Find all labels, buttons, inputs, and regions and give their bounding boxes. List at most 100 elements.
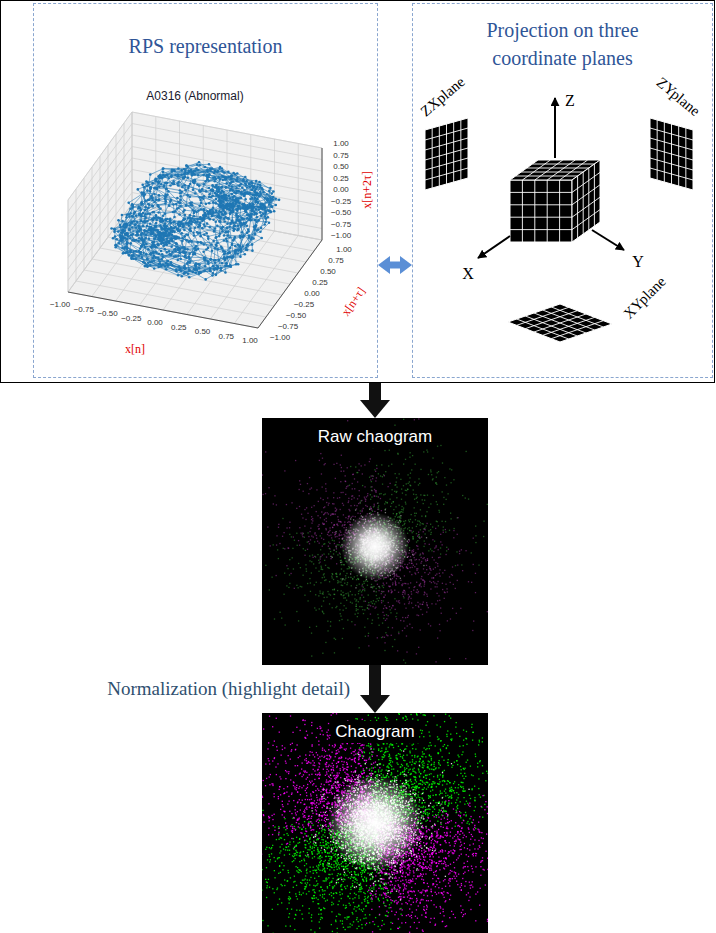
chaogram-dot [299, 480, 300, 481]
chaogram-dot [306, 507, 307, 508]
chaogram-dot [312, 518, 313, 519]
chaogram-dot [326, 518, 327, 519]
chaogram-dot [378, 505, 379, 506]
chaogram-dot [402, 630, 403, 631]
chaogram-dot [336, 510, 337, 511]
chaogram-dot [420, 557, 421, 558]
chaogram-dot [322, 458, 323, 459]
chaogram-dot [450, 518, 451, 519]
chaogram-dot [311, 535, 312, 536]
chaogram-dot [347, 592, 348, 593]
chaogram-dot [410, 582, 411, 583]
chaogram-dot [443, 530, 444, 531]
chaogram-dot [386, 634, 387, 635]
chaogram-dot [384, 450, 385, 451]
chaogram-dot [414, 553, 415, 554]
chaogram-dot [407, 474, 408, 475]
chaogram-dot [315, 594, 316, 595]
chaogram-dot [438, 595, 439, 596]
chaogram-dot [426, 449, 427, 450]
chaogram-dot [371, 496, 372, 497]
chaogram-dot [343, 628, 344, 629]
chaogram-dot [409, 547, 410, 548]
chaogram-dot [376, 468, 377, 469]
chaogram-dot [407, 583, 408, 584]
chaogram-dot [268, 487, 269, 488]
chaogram-dot [450, 582, 451, 583]
chaogram-dot [365, 636, 366, 637]
chaogram-dot [340, 613, 341, 614]
chaogram-dot [333, 503, 334, 504]
chaogram-dot [427, 494, 428, 495]
chaogram-dot [396, 486, 397, 487]
chaogram-dot [329, 581, 330, 582]
chaogram-dot [409, 521, 410, 522]
chaogram-dot [292, 548, 293, 549]
dashed-panel: Projection on three coordinate planes [412, 3, 713, 378]
chaogram-dot [374, 489, 375, 490]
chaogram-dot [445, 584, 446, 585]
chaogram-dot [341, 471, 342, 472]
chaogram-dot [344, 579, 345, 580]
chaogram-dot [428, 550, 429, 551]
chaogram-dot [326, 502, 327, 503]
chaogram-dot [350, 602, 351, 603]
chaogram-dot [289, 559, 290, 560]
chaogram-dot [327, 630, 328, 631]
chaogram-dot [325, 528, 326, 529]
chaogram-dot [337, 544, 338, 545]
chaogram-dot [311, 561, 312, 562]
chaogram-dot [411, 591, 412, 592]
chaogram-dot [391, 489, 392, 490]
chaogram-dot [340, 509, 341, 510]
chaogram-dot [330, 594, 331, 595]
chaogram-dot [297, 545, 298, 546]
chaogram-dot [328, 535, 329, 536]
chaogram-dot [314, 533, 315, 534]
chaogram-dot [396, 574, 397, 575]
chaogram-dot [401, 488, 402, 489]
chaogram-dot [342, 585, 343, 586]
chaogram-dot [303, 548, 304, 549]
chaogram-dot [281, 617, 282, 618]
chaogram-dot [343, 470, 344, 471]
chaogram-dot [374, 504, 375, 505]
chaogram-dot [336, 551, 337, 552]
chaogram-dot [368, 608, 369, 609]
chaogram-dot [284, 470, 285, 471]
chaogram-dot [362, 584, 363, 585]
chaogram-dot [421, 561, 422, 562]
chaogram-dot [328, 568, 329, 569]
chaogram-dot [449, 576, 450, 577]
chaogram-dot [364, 588, 365, 589]
chaogram-dot [296, 533, 297, 534]
chaogram-dot [375, 480, 376, 481]
chaogram-dot [344, 583, 345, 584]
chaogram-dot [439, 512, 440, 513]
chaogram-dot [417, 540, 418, 541]
chaogram-dot [357, 609, 358, 610]
chaogram-dot [390, 589, 391, 590]
chaogram-dot [354, 505, 355, 506]
chaogram-dot [300, 567, 301, 568]
chaogram-dot [420, 469, 421, 470]
chaogram-dot [435, 567, 436, 568]
chaogram-dot [378, 507, 379, 508]
chaogram-dot [405, 608, 406, 609]
chaogram-dot [307, 513, 308, 514]
chaogram-dot [379, 597, 380, 598]
chaogram-dot [320, 582, 321, 583]
chaogram-dot [312, 520, 313, 521]
chaogram-dot [292, 557, 293, 558]
chaogram-dot [424, 540, 425, 541]
chaogram-dot [435, 482, 436, 483]
chaogram-dot [350, 505, 351, 506]
chaogram-dot [309, 489, 310, 490]
chaogram-dot [289, 534, 290, 535]
chaogram-dot [335, 639, 336, 640]
chaogram-dot [425, 559, 426, 560]
chaogram-dot [392, 627, 393, 628]
chaogram-dot [430, 471, 431, 472]
chaogram-dot [456, 551, 457, 552]
